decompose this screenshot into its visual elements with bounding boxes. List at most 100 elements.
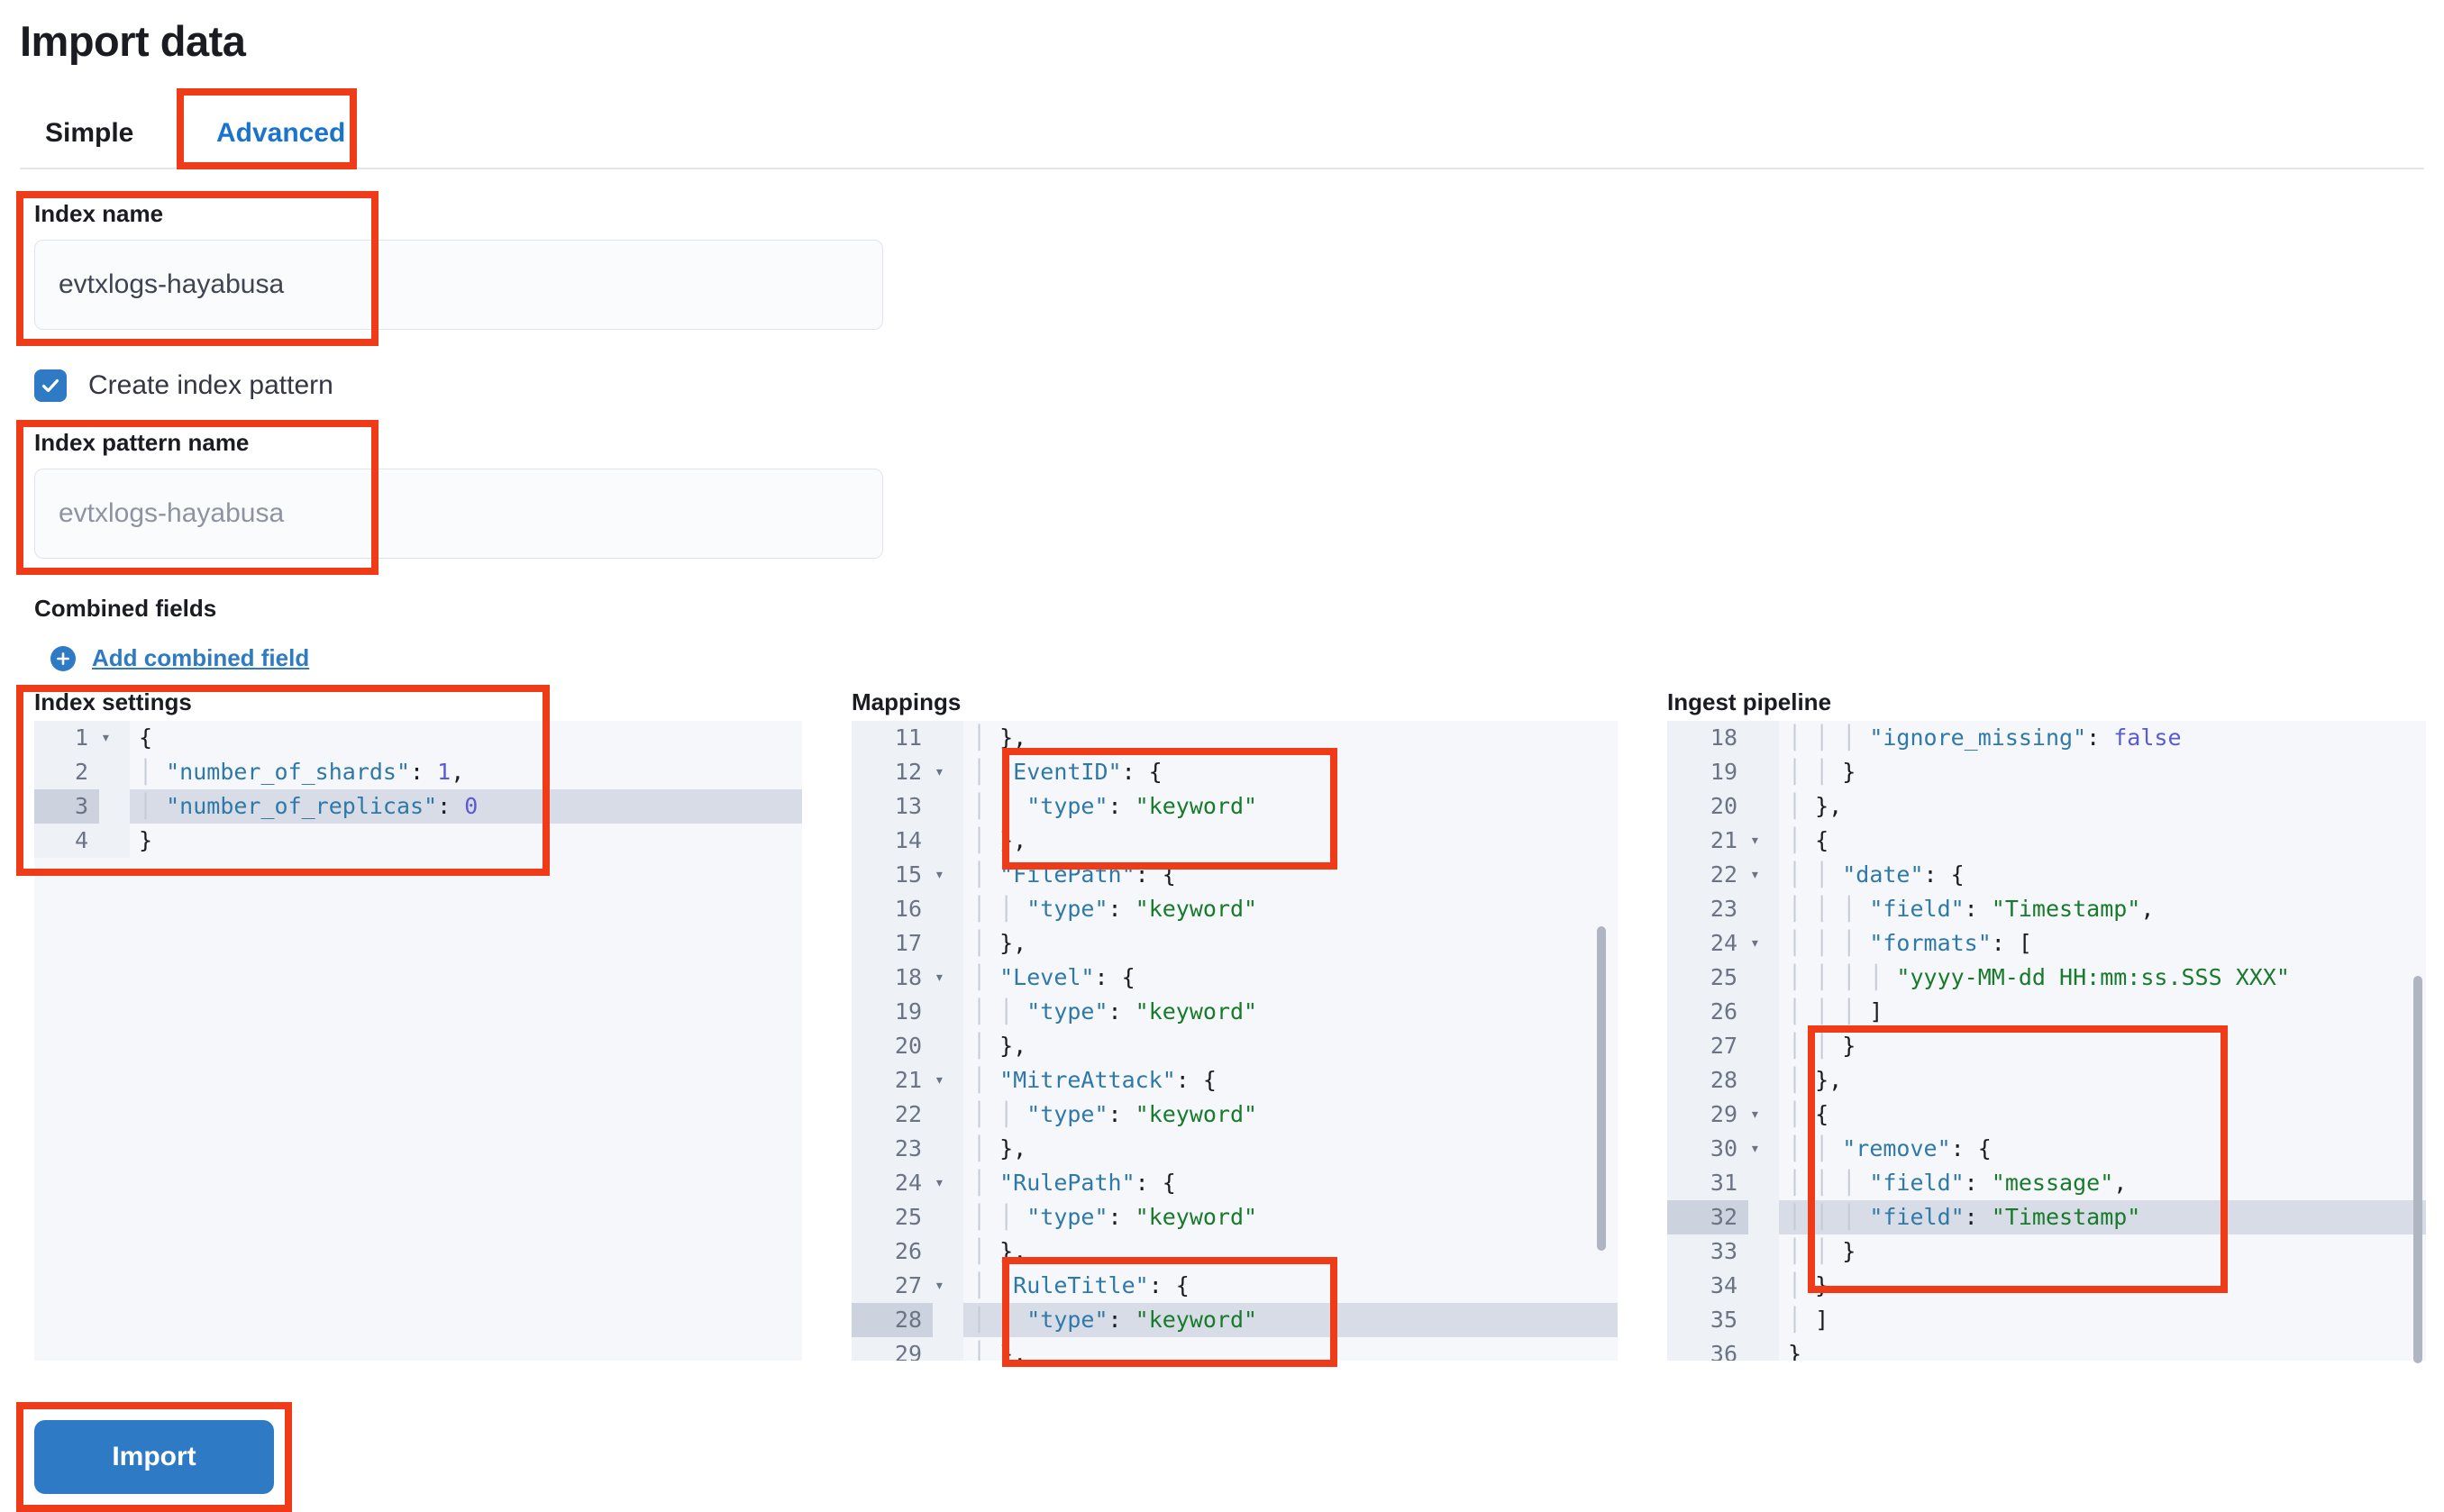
- gutter-spacer: [933, 1303, 963, 1337]
- line-number: 18: [1667, 721, 1748, 755]
- code-text: │ },: [1788, 793, 1843, 819]
- fold-caret-icon[interactable]: ▾: [1750, 1105, 1760, 1124]
- gutter-spacer: [933, 1029, 963, 1063]
- fold-caret-icon[interactable]: ▾: [935, 1070, 944, 1089]
- mappings-scrollbar[interactable]: [1597, 926, 1606, 1251]
- code-text: │ │ │ │ "yyyy-MM-dd HH:mm:ss.SSS XXX": [1788, 964, 2290, 990]
- fold-caret-icon[interactable]: ▾: [1750, 1139, 1760, 1158]
- code-text: │ │ "type": "keyword": [972, 998, 1258, 1025]
- index-settings-editor[interactable]: 1▾ {2│ "number_of_shards": 1,3│ "number_o…: [34, 721, 802, 1361]
- tab-active-underline: [211, 162, 351, 168]
- tab-simple[interactable]: Simple: [40, 99, 139, 168]
- code-text: │ },: [972, 1238, 1027, 1264]
- index-pattern-name-label: Index pattern name: [34, 429, 250, 456]
- code-line: 12▾│ "EventID": {: [852, 755, 1618, 789]
- code-line: 24▾│ "RulePath": {: [852, 1166, 1618, 1200]
- code-text: │ "Level": {: [972, 964, 1135, 990]
- fold-caret-icon[interactable]: ▾: [101, 728, 111, 747]
- tab-advanced[interactable]: Advanced: [211, 99, 351, 168]
- code-text: {: [139, 724, 153, 751]
- fold-caret-icon[interactable]: ▾: [935, 762, 944, 781]
- code-line: 3│ "number_of_replicas": 0: [34, 789, 802, 824]
- fold-caret-icon[interactable]: ▾: [1750, 865, 1760, 884]
- mappings-title: Mappings: [852, 688, 962, 715]
- code-text: │ },: [972, 724, 1027, 751]
- fold-caret-icon[interactable]: ▾: [935, 1276, 944, 1295]
- code-line: 29▾│ {: [1667, 1098, 2426, 1132]
- add-combined-field-link[interactable]: Add combined field: [92, 644, 310, 671]
- code-text: │ │ "type": "keyword": [972, 1307, 1258, 1333]
- line-number: 1▾: [34, 721, 111, 755]
- gutter-spacer: [933, 1098, 963, 1132]
- gutter-spacer: [1748, 1303, 1779, 1337]
- line-number: 30▾: [1667, 1132, 1760, 1166]
- code-line: 32│ │ │ "field": "Timestamp": [1667, 1200, 2426, 1234]
- code-line: 2│ "number_of_shards": 1,: [34, 755, 802, 789]
- code-line: 4}: [34, 824, 802, 858]
- add-combined-field-row[interactable]: Add combined field: [50, 644, 309, 672]
- fold-caret-icon[interactable]: ▾: [935, 968, 944, 987]
- code-line: 19 │ │ "type": "keyword": [852, 995, 1618, 1029]
- code-text: │ │ │ "field": "message",: [1788, 1170, 2128, 1196]
- gutter-spacer: [1748, 721, 1779, 755]
- code-line: 35│ ]: [1667, 1303, 2426, 1337]
- index-name-label: Index name: [34, 200, 164, 227]
- index-name-input[interactable]: evtxlogs-hayabusa: [34, 240, 883, 330]
- code-text: │ │ }: [1788, 759, 1856, 785]
- code-line: 34│ }: [1667, 1269, 2426, 1303]
- code-text: │ {: [1788, 827, 1829, 853]
- code-line: 22│ │ "type": "keyword": [852, 1098, 1618, 1132]
- code-text: │ },: [972, 1135, 1027, 1161]
- ingest-pipeline-scrollbar[interactable]: [2413, 976, 2422, 1363]
- fold-caret-icon[interactable]: ▾: [1750, 831, 1760, 850]
- create-index-pattern-row[interactable]: Create index pattern: [34, 369, 333, 402]
- line-number: 32: [1667, 1200, 1748, 1234]
- tab-advanced-label: Advanced: [216, 118, 346, 148]
- code-text: │ },: [1788, 1067, 1843, 1093]
- code-line: 26 │ },: [852, 1234, 1618, 1269]
- code-text: │ │ "type": "keyword": [972, 1204, 1258, 1230]
- line-number: 28: [1667, 1063, 1748, 1098]
- create-index-pattern-checkbox[interactable]: [34, 369, 67, 402]
- code-line: 27▾│ "RuleTitle": {: [852, 1269, 1618, 1303]
- gutter-spacer: [933, 926, 963, 961]
- gutter-spacer: [1748, 1166, 1779, 1200]
- code-line: 18 │ │ │ "ignore_missing": false: [1667, 721, 2426, 755]
- gutter-spacer: [1748, 926, 1779, 961]
- line-number: 16: [852, 892, 933, 926]
- gutter-spacer: [933, 961, 963, 995]
- line-number: 25: [852, 1200, 933, 1234]
- gutter-spacer: [1748, 1269, 1779, 1303]
- code-line: 28 │ },: [1667, 1063, 2426, 1098]
- line-number: 33: [1667, 1234, 1748, 1269]
- code-line: 30▾│ │ "remove": {: [1667, 1132, 2426, 1166]
- code-text: │ │ │ "formats": [: [1788, 930, 2032, 956]
- fold-caret-icon[interactable]: ▾: [1750, 934, 1760, 952]
- line-number: 14: [852, 824, 933, 858]
- line-number: 19: [852, 995, 933, 1029]
- code-text: }: [139, 827, 153, 853]
- gutter-spacer: [1748, 1200, 1779, 1234]
- gutter-spacer: [1748, 789, 1779, 824]
- line-number: 21▾: [852, 1063, 944, 1098]
- import-button[interactable]: Import: [34, 1420, 274, 1494]
- line-number: 12▾: [852, 755, 944, 789]
- line-number: 26: [852, 1234, 933, 1269]
- gutter-spacer: [1748, 995, 1779, 1029]
- gutter-spacer: [1748, 892, 1779, 926]
- code-text: │ │ │ "ignore_missing": false: [1788, 724, 2182, 751]
- code-text: │ "number_of_replicas": 0: [139, 793, 479, 819]
- index-pattern-name-input[interactable]: evtxlogs-hayabusa: [34, 469, 883, 559]
- code-line: 24▾│ │ │ "formats": [: [1667, 926, 2426, 961]
- code-line: 16│ │ "type": "keyword": [852, 892, 1618, 926]
- gutter-spacer: [933, 858, 963, 892]
- line-number: 20: [1667, 789, 1748, 824]
- fold-caret-icon[interactable]: ▾: [935, 865, 944, 884]
- mappings-editor[interactable]: 11│ },12▾│ "EventID": {13│ │ "type": "ke…: [852, 721, 1618, 1361]
- fold-caret-icon[interactable]: ▾: [935, 1173, 944, 1192]
- code-text: │ │ }: [1788, 1033, 1856, 1059]
- combined-fields-label: Combined fields: [34, 595, 217, 622]
- code-line: 25│ │ │ │ "yyyy-MM-dd HH:mm:ss.SSS XXX": [1667, 961, 2426, 995]
- code-line: 1▾ {: [34, 721, 802, 755]
